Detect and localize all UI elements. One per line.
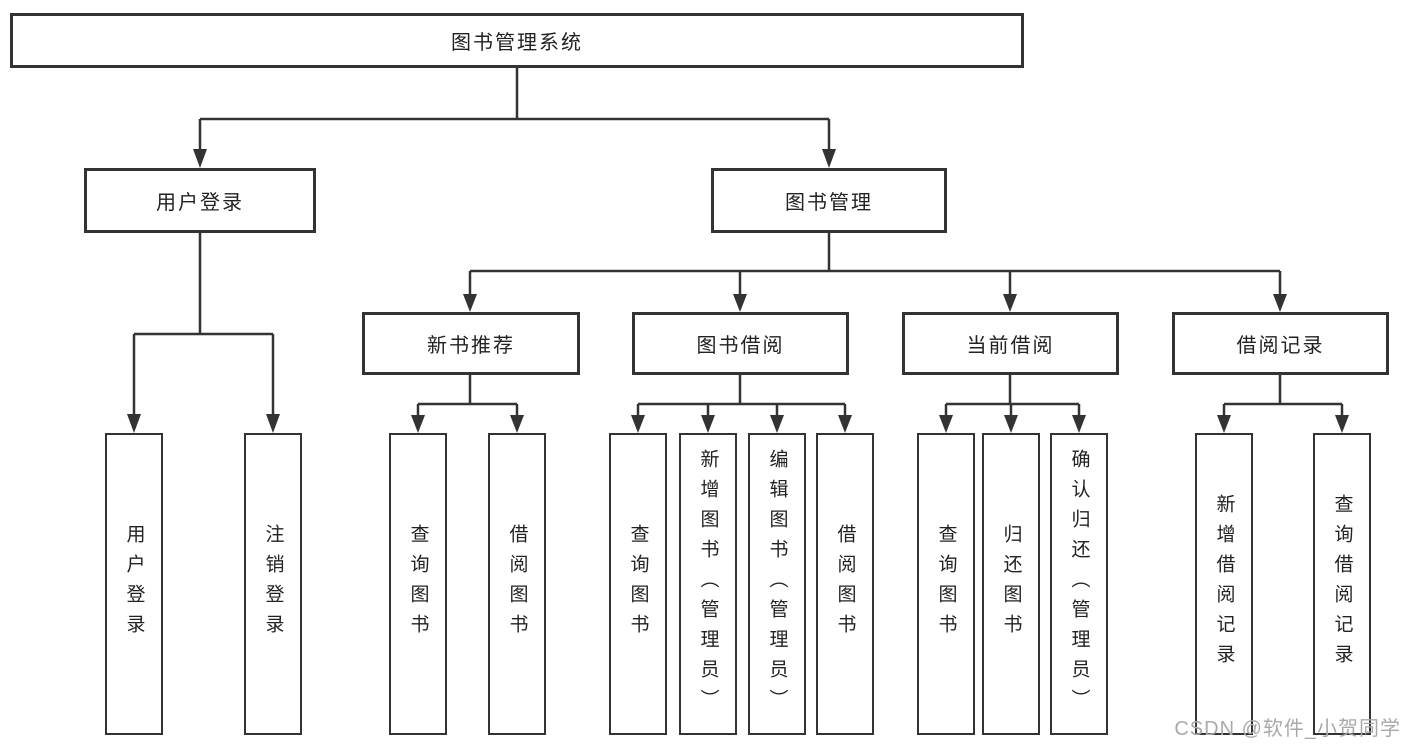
node-br-query-record: 查询借阅记录 xyxy=(1313,433,1371,735)
node-user-login: 用户登录 xyxy=(84,168,316,233)
node-current-borrowing: 当前借阅 xyxy=(902,312,1119,375)
node-label: 查询图书 xyxy=(627,524,649,644)
edge-user-login-to-children xyxy=(127,233,280,433)
edge-new-book-recommend-to-children xyxy=(411,375,524,433)
node-label: 查询图书 xyxy=(407,524,429,644)
node-label: 归还图书 xyxy=(1000,524,1022,644)
edge-book-management-to-children xyxy=(463,233,1287,312)
node-nbr-query-books: 查询图书 xyxy=(389,433,447,735)
node-label: 当前借阅 xyxy=(966,335,1055,357)
node-new-book-recommend: 新书推荐 xyxy=(362,312,580,375)
csdn-watermark: CSDN @软件_小贺同学 xyxy=(1174,718,1401,740)
edge-book-borrowing-to-children xyxy=(631,375,852,433)
node-label: 查询借阅记录 xyxy=(1331,494,1353,674)
node-label: 图书管理系统 xyxy=(451,32,583,54)
node-label: 用户登录 xyxy=(156,192,244,214)
node-label: 图书借阅 xyxy=(696,335,785,357)
node-logout: 注销登录 xyxy=(244,433,302,735)
node-label: 新增图书（管理员） xyxy=(697,449,719,719)
node-label: 新书推荐 xyxy=(427,335,515,357)
node-label: 借阅图书 xyxy=(506,524,528,644)
node-login: 用户登录 xyxy=(105,433,163,735)
edge-root-to-level2 xyxy=(193,68,836,168)
node-label: 确认归还（管理员） xyxy=(1068,449,1090,719)
node-book-management: 图书管理 xyxy=(711,168,947,233)
node-nbr-borrow-books: 借阅图书 xyxy=(488,433,546,735)
node-label: 用户登录 xyxy=(123,524,145,644)
edge-borrowing-records-to-children xyxy=(1217,375,1349,433)
node-label: 图书管理 xyxy=(785,192,873,214)
node-root: 图书管理系统 xyxy=(10,13,1024,68)
node-bb-edit-books-admin: 编辑图书（管理员） xyxy=(748,433,806,735)
node-label: 编辑图书（管理员） xyxy=(766,449,788,719)
node-book-borrowing: 图书借阅 xyxy=(632,312,849,375)
node-cb-confirm-return-admin: 确认归还（管理员） xyxy=(1050,433,1108,735)
node-br-add-record: 新增借阅记录 xyxy=(1195,433,1253,735)
node-borrowing-records: 借阅记录 xyxy=(1172,312,1389,375)
node-label: 新增借阅记录 xyxy=(1213,494,1235,674)
node-label: 借阅图书 xyxy=(834,524,856,644)
node-cb-query-books: 查询图书 xyxy=(917,433,975,735)
node-label: 借阅记录 xyxy=(1236,335,1325,357)
node-bb-add-books-admin: 新增图书（管理员） xyxy=(679,433,737,735)
node-label: 查询图书 xyxy=(935,524,957,644)
node-label: 注销登录 xyxy=(262,524,284,644)
edge-current-borrowing-to-children xyxy=(939,375,1086,433)
node-bb-query-books: 查询图书 xyxy=(609,433,667,735)
node-bb-borrow-books: 借阅图书 xyxy=(816,433,874,735)
node-cb-return-books: 归还图书 xyxy=(982,433,1040,735)
